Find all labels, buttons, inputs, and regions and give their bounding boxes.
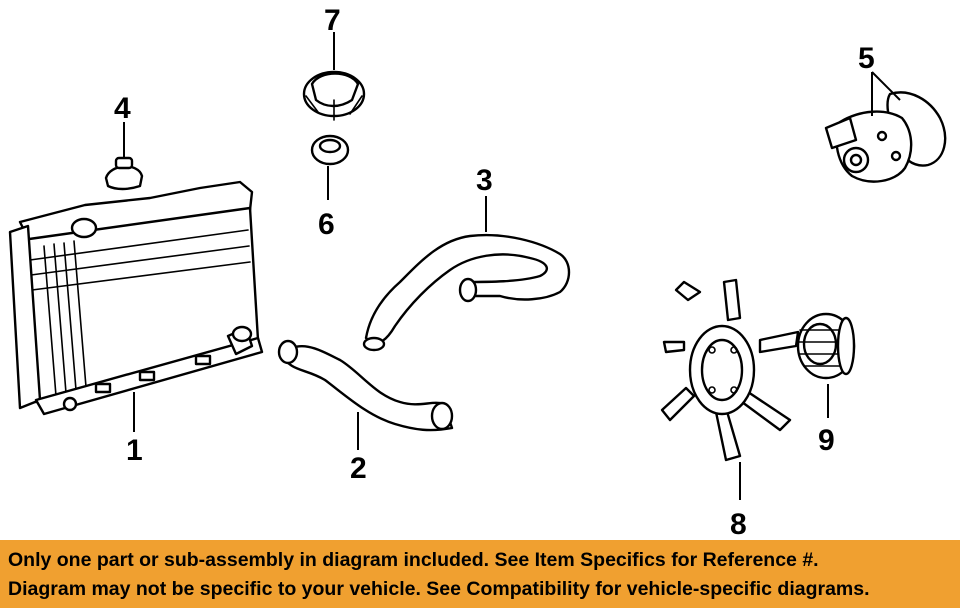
callout-7: 7 [324, 4, 341, 37]
callout-9: 9 [818, 424, 835, 457]
notice-line-1: Only one part or sub-assembly in diagram… [8, 549, 819, 571]
callout-6: 6 [318, 208, 335, 241]
callout-1: 1 [126, 434, 143, 467]
parts-diagram: 1 2 3 4 5 6 [8, 4, 947, 540]
thermostat-part[interactable] [302, 70, 366, 121]
lower-radiator-hose-part[interactable] [277, 339, 454, 432]
thermostat-gasket-part[interactable] [310, 134, 350, 166]
radiator-cap-part[interactable] [104, 156, 144, 191]
water-pump-part[interactable] [824, 91, 947, 183]
fan-clutch-part[interactable] [796, 312, 856, 380]
fan-blade-part[interactable] [660, 278, 800, 462]
callout-8: 8 [730, 508, 747, 540]
callout-3: 3 [476, 164, 493, 197]
notice-line-2: Diagram may not be specific to your vehi… [8, 578, 870, 600]
callout-2: 2 [350, 452, 367, 485]
notice-banner: Only one part or sub-assembly in diagram… [0, 540, 960, 608]
callout-5: 5 [858, 42, 875, 75]
radiator-part[interactable] [8, 180, 264, 416]
upper-radiator-hose-part[interactable] [362, 233, 571, 352]
callout-4: 4 [114, 92, 131, 125]
